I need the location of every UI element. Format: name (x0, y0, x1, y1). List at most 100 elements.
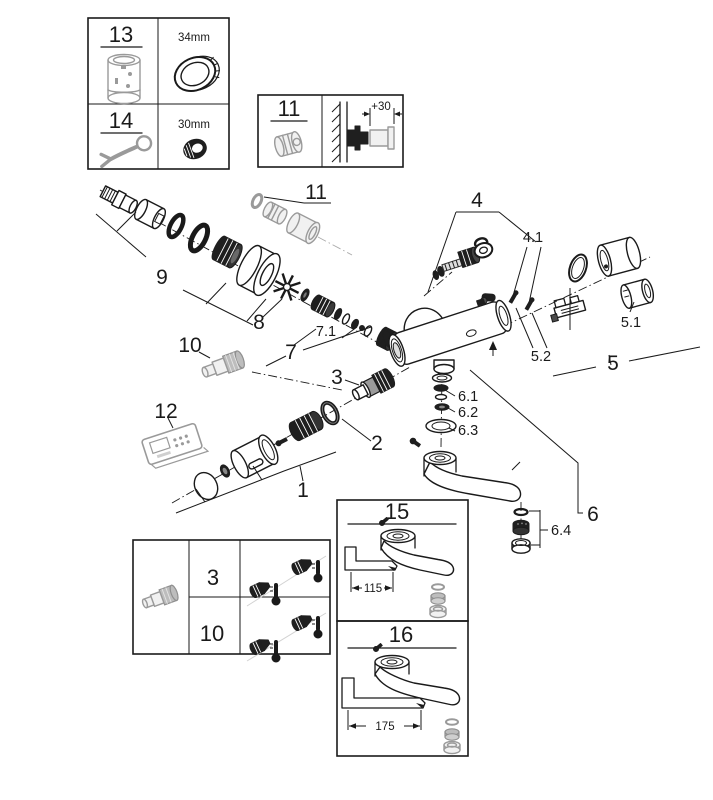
cartridge-3 (351, 368, 396, 401)
part-14-wrench (99, 135, 153, 169)
o-ring (187, 222, 211, 254)
spout-15 (379, 517, 455, 576)
callout-4: 4 (471, 189, 483, 212)
escutcheon-cover (236, 244, 281, 297)
temp-handle-cap (596, 236, 642, 277)
star-retainer (273, 273, 301, 301)
spout-screw (409, 437, 421, 448)
wall-section: +30 (331, 101, 402, 163)
washer (333, 308, 343, 320)
callout-7-1: 7.1 (316, 324, 336, 340)
part-11-extension (273, 131, 303, 158)
union-adapter (133, 198, 167, 230)
spout (423, 450, 522, 502)
s-union (99, 185, 138, 214)
callout-9: 9 (156, 266, 168, 289)
nut-size-label: 30mm (178, 119, 210, 131)
washer-6-1 (431, 373, 453, 383)
callout-11: 11 (305, 181, 327, 204)
spout-16 (373, 643, 461, 706)
washer-6-1 (434, 393, 448, 401)
callout-leaders (95, 196, 701, 548)
callout-3: 3 (331, 366, 343, 389)
part-14-label: 14 (109, 108, 133, 133)
callout-5-1: 5.1 (621, 315, 641, 331)
extension-fitting-gray (262, 201, 288, 225)
part-group-5 (550, 236, 655, 323)
aerator-ring-6-4 (513, 507, 529, 517)
ring-nut-34mm (173, 55, 220, 93)
dimension-115: 115 (364, 583, 382, 595)
callout-10: 10 (178, 334, 201, 357)
union-nut (211, 235, 243, 269)
spout-15-profile: 115 (344, 546, 398, 595)
o-ring-gray (250, 193, 264, 209)
washer (341, 313, 351, 325)
part-10-cartridge-gray (201, 350, 245, 378)
body-bottom-port (433, 359, 455, 375)
spout-15-aerator (429, 583, 447, 619)
callout-2: 2 (371, 432, 383, 455)
aerator-insert-6-4 (512, 519, 530, 536)
inset-tools-box: 13 34mm 14 30mm (87, 17, 230, 170)
callout-labels: 9 11 8 7.1 7 3 2 1 10 12 4 4.1 5.2 5.1 5… (154, 181, 641, 539)
part-16-label: 16 (389, 622, 413, 647)
gray-valve-fitting (141, 584, 179, 609)
callout-5-2: 5.2 (531, 349, 551, 365)
handle-screw (275, 437, 288, 447)
temp-handle-mechanism (550, 295, 587, 323)
spout-16-profile: 175 (341, 677, 426, 733)
check-valve-body (310, 294, 336, 318)
stop-ring-2 (320, 400, 340, 426)
o-ring (166, 212, 186, 240)
handle-nut (219, 464, 231, 478)
grip-5-1 (620, 278, 655, 309)
o-ring-5 (568, 253, 588, 283)
callout-6-2: 6.2 (458, 405, 478, 421)
part-group-1 (193, 368, 396, 501)
dimension-plus30: +30 (371, 101, 391, 113)
check-valve-row-3: 3 (207, 565, 219, 590)
part-11-label: 11 (278, 96, 301, 121)
part-12-remote (141, 422, 210, 469)
check-valve-row-10: 10 (200, 621, 224, 646)
part-group-6 (409, 373, 531, 554)
shutoff-lever (476, 293, 496, 307)
nut-30mm (183, 138, 207, 160)
inset-spout-box-15: 15 115 (336, 499, 469, 622)
aerator-housing-6-4 (511, 538, 531, 554)
dimension-175: 175 (375, 721, 394, 733)
part-group-11-main (250, 193, 321, 245)
handle-knob-core (288, 410, 324, 442)
callout-4-1: 4.1 (523, 230, 543, 246)
spout-16-aerator (443, 718, 461, 755)
callout-7: 7 (285, 341, 297, 364)
handle-grip (230, 434, 279, 479)
valve-cone (350, 318, 360, 330)
part-13-socket-tool (107, 53, 141, 105)
check-valve-icons (249, 559, 323, 663)
inset-spout-box-16: 16 175 (336, 620, 469, 757)
seal (300, 288, 310, 302)
part-15-label: 15 (385, 499, 409, 524)
extension-sleeve-gray (286, 212, 321, 245)
callout-1: 1 (297, 479, 309, 502)
ring-6-3 (425, 418, 457, 434)
part-4-thermo-cartridge (432, 237, 494, 281)
assembly-axes (99, 189, 651, 551)
part-13-label: 13 (109, 22, 133, 47)
callout-8: 8 (253, 311, 265, 334)
handle-cap (193, 471, 219, 501)
callout-12: 12 (154, 400, 177, 423)
body-screw-arrow (489, 341, 497, 350)
callout-5: 5 (607, 352, 619, 375)
ring-6-2 (434, 403, 450, 411)
callout-6-3: 6.3 (458, 423, 478, 439)
callout-6-4: 6.4 (551, 523, 571, 539)
inset-extension-box: 11 +30 (257, 94, 404, 168)
callout-6: 6 (587, 503, 599, 526)
washer-6-1 (433, 384, 449, 392)
callout-6-1: 6.1 (458, 389, 478, 405)
